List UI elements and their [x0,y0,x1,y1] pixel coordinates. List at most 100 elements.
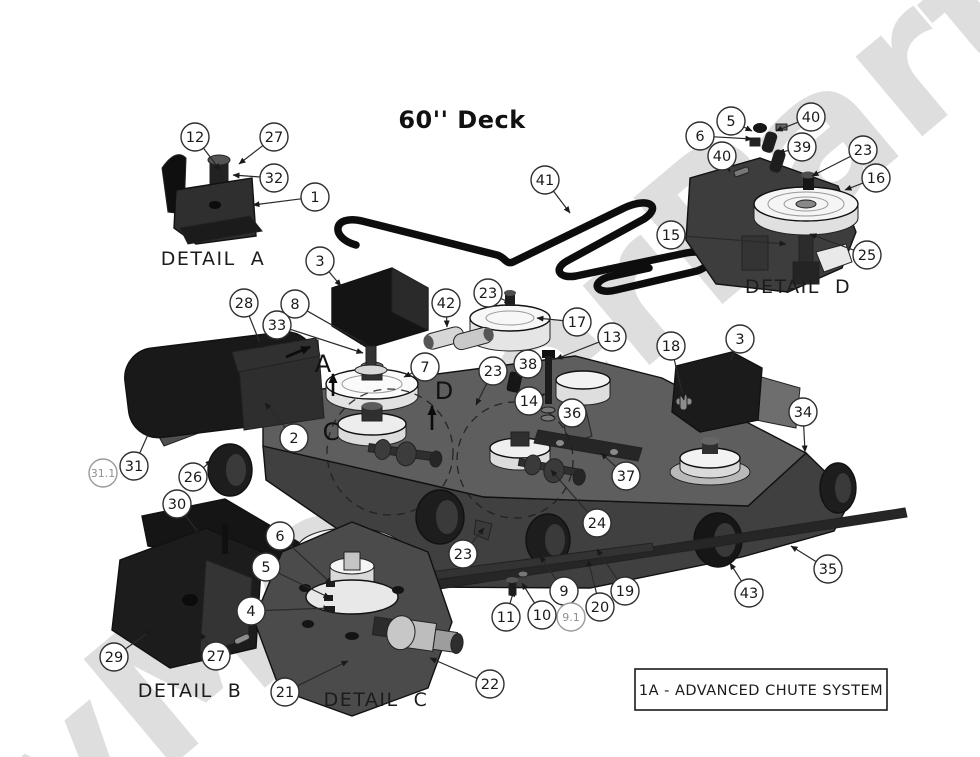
zone-letter-a: A [315,350,332,378]
svg-text:6: 6 [695,129,704,145]
svg-text:12: 12 [186,130,204,146]
callout-7: 7 [403,352,440,382]
svg-text:31: 31 [125,459,143,475]
footer-note-box: 1A - ADVANCED CHUTE SYSTEM [634,668,888,711]
callout-23: 23 [475,356,508,406]
callout-22: 22 [429,657,505,699]
spindle-shaft-coupler [371,615,464,655]
svg-text:35: 35 [819,562,837,578]
svg-text:24: 24 [588,516,606,532]
callout-37: 37 [600,452,641,491]
svg-text:3: 3 [315,254,324,270]
callout-42: 42 [431,288,461,328]
callout-40: 40 [775,102,826,132]
callout-34: 34 [788,397,818,453]
svg-text:5: 5 [261,560,270,576]
svg-text:1: 1 [310,190,319,206]
svg-text:21: 21 [276,685,294,701]
zone-letter-c: C [323,418,340,446]
callout-36: 36 [557,398,587,428]
svg-text:22: 22 [481,677,499,693]
callout-27: 27 [238,122,289,165]
callout-19: 19 [596,548,640,606]
detail-d-assembly [685,123,859,293]
callout-20: 20 [585,559,615,622]
svg-text:29: 29 [105,650,123,666]
idler-arm [423,326,494,351]
callout-5: 5 [251,552,331,599]
svg-text:31.1: 31.1 [91,467,116,480]
callout-27: 27 [199,632,231,671]
svg-text:13: 13 [603,330,621,346]
callout-30: 30 [162,489,201,536]
svg-text:40: 40 [802,110,820,126]
callout-3: 3 [725,324,755,367]
callout-43: 43 [729,562,764,608]
svg-text:37: 37 [617,469,635,485]
svg-text:7: 7 [420,360,429,376]
zone-letter-d: D [435,377,453,405]
callout-14: 14 [514,386,546,416]
svg-text:23: 23 [454,547,472,563]
callout-25: 25 [809,233,882,270]
svg-text:16: 16 [867,171,885,187]
callout-6: 6 [265,521,333,585]
svg-text:8: 8 [290,297,299,313]
svg-text:18: 18 [662,339,680,355]
callout-35: 35 [790,545,843,584]
svg-text:25: 25 [858,248,876,264]
callout-40: 40 [707,141,737,173]
svg-text:10: 10 [533,608,551,624]
svg-text:27: 27 [207,649,225,665]
detail-d-label: DETAIL D [745,276,851,298]
callout-26: 26 [178,459,213,492]
svg-text:9: 9 [559,584,568,600]
svg-text:20: 20 [591,600,609,616]
callout-10: 10 [521,582,557,630]
svg-text:43: 43 [740,586,758,602]
callout-11: 11 [491,589,521,632]
detail-b-label: DETAIL B [138,680,243,702]
callout-39: 39 [777,132,817,162]
callout-21: 21 [270,660,349,707]
discharge-chute-assembly [124,331,325,447]
callout-16: 16 [844,163,891,193]
drive-belt [334,199,714,295]
footer-note-text: 1A - ADVANCED CHUTE SYSTEM [639,683,883,699]
svg-text:11: 11 [497,610,515,626]
svg-text:40: 40 [713,149,731,165]
callout-3: 3 [305,246,342,287]
callout-12: 12 [180,122,221,171]
svg-text:19: 19 [616,584,634,600]
svg-text:23: 23 [854,143,872,159]
svg-text:4: 4 [246,604,255,620]
detail-c-label: DETAIL C [324,689,429,711]
svg-text:23: 23 [479,286,497,302]
callout-23: 23 [448,527,485,569]
svg-text:42: 42 [437,296,455,312]
svg-text:6: 6 [275,529,284,545]
svg-text:32: 32 [265,171,283,187]
svg-text:28: 28 [235,296,253,312]
callout-8: 8 [280,289,368,346]
belt-covers [331,267,801,433]
detail-a-bracket [161,154,263,245]
callout-28: 28 [229,288,263,349]
callout-1: 1 [252,182,330,212]
callout-32: 32 [232,163,289,193]
detail-c-spindle [253,519,493,717]
callout-15: 15 [656,220,787,250]
callout-31.1: 31.1 [88,458,118,488]
callout-23: 23 [473,278,512,308]
svg-text:2: 2 [289,431,298,447]
callout-29: 29 [99,629,153,672]
diagram-title: 60'' Deck [398,106,526,134]
callout-6: 6 [685,121,753,151]
callout-17: 17 [536,307,592,337]
svg-text:39: 39 [793,140,811,156]
svg-text:15: 15 [662,228,680,244]
callout-41: 41 [530,165,571,214]
